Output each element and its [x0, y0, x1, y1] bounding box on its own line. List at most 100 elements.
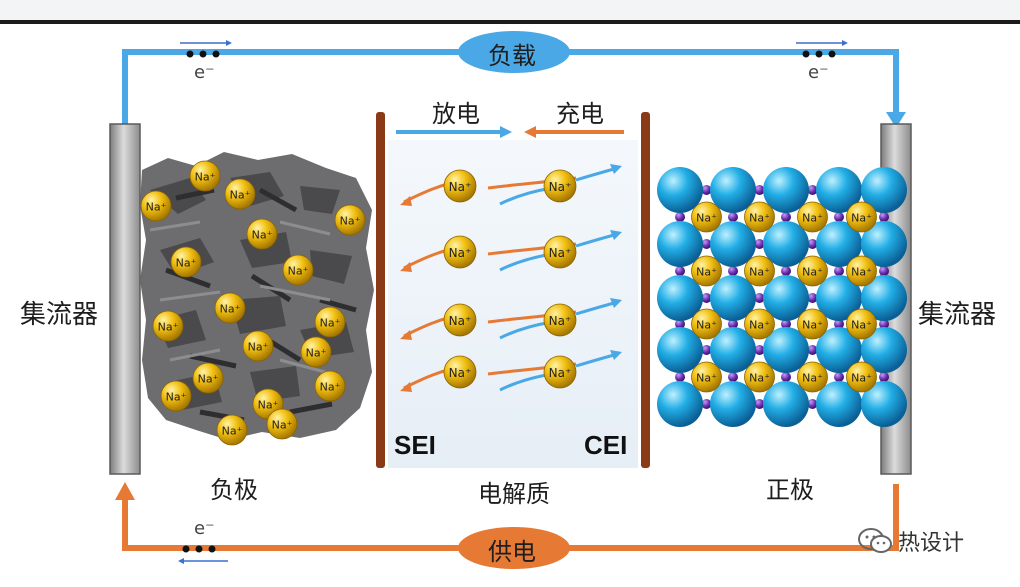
watermark: 热设计: [858, 525, 964, 557]
top-strip: [0, 0, 1020, 22]
sodium-ion-label: Na⁺: [449, 314, 472, 328]
sodium-ion-label: Na⁺: [320, 317, 341, 330]
sodium-ion-label: Na⁺: [272, 419, 293, 432]
sodium-ion-label: Na⁺: [258, 399, 279, 412]
cathode-atom: [710, 327, 756, 373]
cathode-atom: [657, 327, 703, 373]
sodium-ion-label: Na⁺: [198, 373, 219, 386]
cathode-atom: [816, 275, 862, 321]
cathode-atom: [710, 221, 756, 267]
discharge-label: 放电: [432, 100, 480, 128]
sodium-ion: Na⁺: [242, 330, 274, 362]
sodium-ion: Na⁺: [846, 255, 877, 287]
sodium-ion: Na⁺: [314, 306, 346, 338]
sodium-ion-label: Na⁺: [252, 229, 273, 242]
sodium-ion: Na⁺: [246, 218, 278, 250]
sodium-ion-label: Na⁺: [851, 212, 872, 225]
sodium-ion: Na⁺: [443, 355, 477, 389]
sodium-ion-label: Na⁺: [449, 246, 472, 260]
left-collector-label: 集流器: [20, 300, 99, 330]
sodium-ion-label: Na⁺: [549, 366, 572, 380]
charge-arrow: [524, 126, 624, 138]
sodium-ion-label: Na⁺: [696, 212, 717, 225]
cathode-atom: [816, 381, 862, 427]
sodium-ion: Na⁺: [797, 308, 828, 340]
sodium-ion-label: Na⁺: [166, 391, 187, 404]
sodium-ion: Na⁺: [140, 190, 172, 222]
sodium-ion: Na⁺: [300, 336, 332, 368]
sodium-ion-label: Na⁺: [851, 372, 872, 385]
cathode-atom: [657, 221, 703, 267]
electron-label-top-right: e⁻: [808, 62, 829, 83]
sodium-ion: Na⁺: [216, 414, 248, 446]
sodium-ion: Na⁺: [334, 204, 366, 236]
load-pill: [458, 31, 570, 73]
sodium-ion: Na⁺: [314, 370, 346, 402]
sodium-ion-label: Na⁺: [248, 341, 269, 354]
cathode-atom: [763, 327, 809, 373]
top-border-line: [0, 20, 1020, 24]
cathode-atom: [710, 381, 756, 427]
sodium-ion-label: Na⁺: [195, 171, 216, 184]
cathode-atom: [861, 275, 907, 321]
sodium-ion: Na⁺: [691, 255, 722, 287]
sodium-ion: Na⁺: [160, 380, 192, 412]
discharge-arrow: [396, 126, 512, 138]
electrolyte-region: [388, 140, 638, 468]
sodium-ion: Na⁺: [691, 361, 722, 393]
sodium-ion-label: Na⁺: [851, 266, 872, 279]
sodium-ion-label: Na⁺: [158, 321, 179, 334]
supply-pill: [458, 527, 570, 569]
sodium-ion-label: Na⁺: [549, 314, 572, 328]
sodium-ion: Na⁺: [224, 178, 256, 210]
sodium-ion-label: Na⁺: [146, 201, 167, 214]
sodium-ion: Na⁺: [744, 201, 775, 233]
sodium-ion: Na⁺: [189, 160, 221, 192]
cathode-atom: [861, 221, 907, 267]
cathode-atom: [710, 167, 756, 213]
sodium-ion: Na⁺: [266, 408, 298, 440]
electron-marker-bottom-left: [178, 545, 228, 564]
sodium-ion: Na⁺: [846, 201, 877, 233]
anode-label: 负极: [210, 476, 258, 504]
cathode-atom: [710, 275, 756, 321]
cathode-atom: [861, 167, 907, 213]
cathode-lattice: Na⁺Na⁺Na⁺Na⁺Na⁺Na⁺Na⁺Na⁺Na⁺Na⁺Na⁺Na⁺Na⁺N…: [657, 167, 907, 427]
sodium-ion: Na⁺: [744, 255, 775, 287]
sodium-ion: Na⁺: [152, 310, 184, 342]
charge-label: 充电: [556, 100, 604, 128]
sodium-ion-label: Na⁺: [288, 265, 309, 278]
sodium-ion-label: Na⁺: [802, 372, 823, 385]
sodium-ion: Na⁺: [443, 235, 477, 269]
watermark-text: 热设计: [898, 531, 965, 556]
cathode-atom: [816, 167, 862, 213]
sodium-ion-label: Na⁺: [230, 189, 251, 202]
cathode-label: 正极: [766, 476, 814, 504]
sodium-ion-label: Na⁺: [449, 366, 472, 380]
sodium-ion: Na⁺: [543, 169, 577, 203]
sodium-ion-label: Na⁺: [696, 372, 717, 385]
sodium-ion-label: Na⁺: [802, 319, 823, 332]
sodium-ion: Na⁺: [443, 169, 477, 203]
sodium-ion: Na⁺: [170, 246, 202, 278]
sodium-ion: Na⁺: [744, 361, 775, 393]
sodium-ion-label: Na⁺: [749, 212, 770, 225]
sodium-ion-label: Na⁺: [749, 372, 770, 385]
sodium-ion-label: Na⁺: [696, 319, 717, 332]
cathode-atom: [816, 327, 862, 373]
sei-label: SEI: [394, 430, 436, 460]
electrolyte-sodium-ions: Na⁺Na⁺Na⁺Na⁺Na⁺Na⁺Na⁺Na⁺: [400, 164, 622, 392]
cathode-atom: [763, 275, 809, 321]
sodium-ion: Na⁺: [543, 355, 577, 389]
electron-marker-top-left: [180, 40, 232, 58]
cathode-atom: [763, 167, 809, 213]
cei-label: CEI: [584, 430, 628, 460]
electrolyte-label: 电解质: [478, 480, 550, 508]
sodium-ion: Na⁺: [846, 361, 877, 393]
cathode-atom: [657, 275, 703, 321]
sodium-ion-label: Na⁺: [449, 180, 472, 194]
sodium-ion: Na⁺: [192, 362, 224, 394]
sodium-ion-label: Na⁺: [749, 266, 770, 279]
sodium-ion-label: Na⁺: [549, 180, 572, 194]
cathode-atom: [763, 221, 809, 267]
